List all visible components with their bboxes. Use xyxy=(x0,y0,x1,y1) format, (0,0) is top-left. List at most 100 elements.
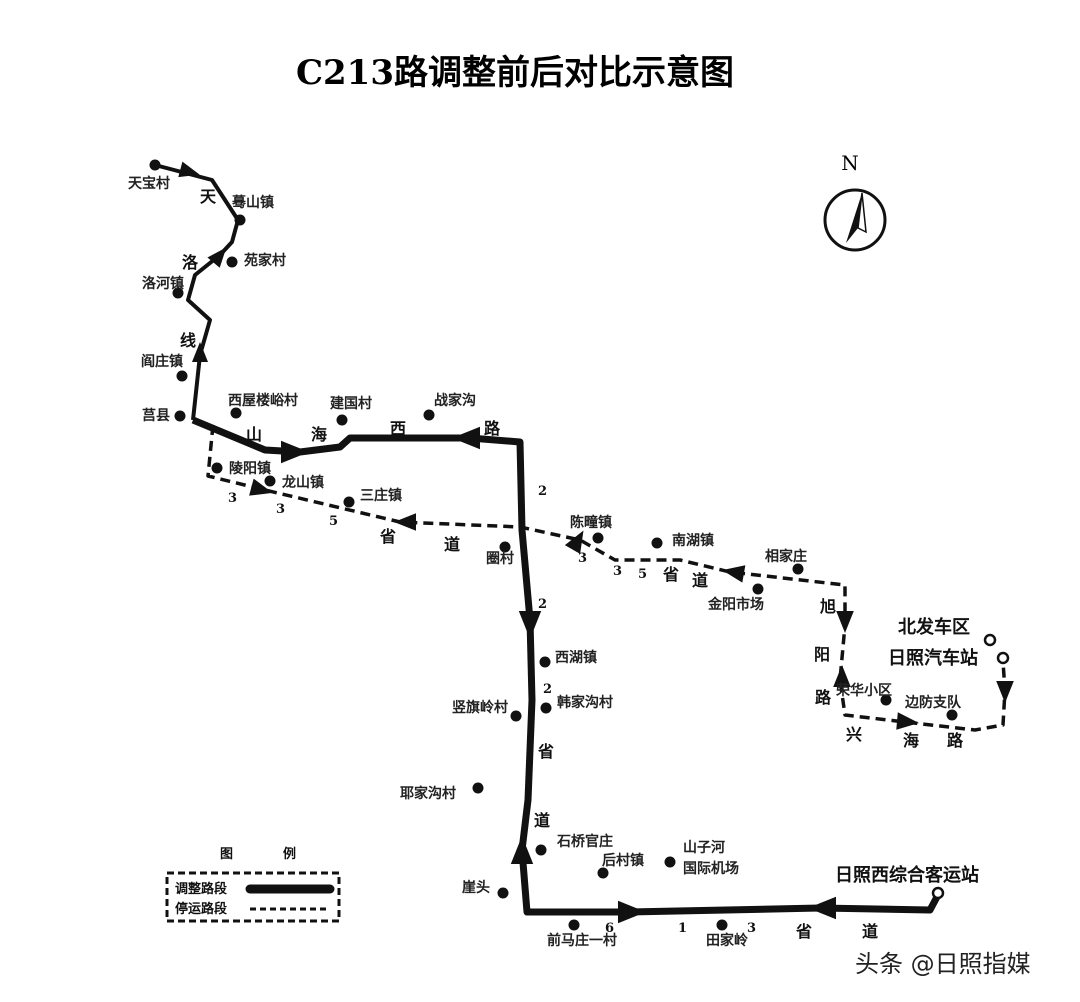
road-label: 2 xyxy=(538,484,547,499)
station-label: 日照汽车站 xyxy=(888,647,978,669)
station-label: 莒县 xyxy=(142,407,170,424)
station-dot xyxy=(535,844,547,856)
station-label: 相家庄 xyxy=(765,548,807,565)
compass-label: N xyxy=(841,151,859,175)
road-label: 洛 xyxy=(182,253,199,272)
direction-arrow-icon xyxy=(836,611,854,633)
road-label: 省 xyxy=(537,742,554,761)
station-dot xyxy=(230,407,242,419)
station-dot xyxy=(226,256,238,268)
station-dot xyxy=(568,919,580,931)
suspended-route xyxy=(206,424,1007,732)
terminal-rizhaoxi xyxy=(931,886,945,900)
station-label: 日照西综合客运站 xyxy=(835,864,979,886)
legend: 图 例 调整路段 停运路段 xyxy=(165,846,341,923)
road-label: 道 xyxy=(444,535,460,554)
legend-suspended-label: 停运路段 xyxy=(175,901,227,917)
watermark: 头条 @日照指媒 xyxy=(855,950,1031,978)
station-dot xyxy=(651,537,663,549)
road-label: 海 xyxy=(903,731,919,750)
station-dot xyxy=(499,541,511,553)
station-label: 天宝村 xyxy=(128,175,170,192)
station-dot xyxy=(149,159,161,171)
station-label: 苑家村 xyxy=(243,252,286,269)
road-label: 省 xyxy=(662,565,679,584)
station-dot xyxy=(472,782,484,794)
station-label: 建国村 xyxy=(330,395,372,412)
station-dot xyxy=(539,656,551,668)
direction-arrow-icon xyxy=(808,896,836,920)
station-label: 田家岭 xyxy=(706,932,748,949)
station-label: 国际机场 xyxy=(683,860,739,877)
road-label: 道 xyxy=(692,571,708,590)
station-label: 圈村 xyxy=(486,550,514,567)
station-label: 南湖镇 xyxy=(672,532,714,549)
station-label: 洛河镇 xyxy=(142,275,184,292)
station-label: 蓦山镇 xyxy=(231,194,274,211)
road-label: 2 xyxy=(538,597,547,612)
station-dot xyxy=(510,710,522,722)
map-title: C213路调整前后对比示意图 xyxy=(296,53,734,93)
direction-arrow-icon xyxy=(510,836,534,864)
station-label: 崖头 xyxy=(462,879,490,896)
station-dot xyxy=(597,867,609,879)
station-label: 边防支队 xyxy=(904,694,962,711)
direction-arrow-icon xyxy=(722,565,746,583)
road-labels: 天 洛 线 山 海 西 路 3 3 5 省 道 3 3 5 省 道 旭 阳 路 … xyxy=(180,187,964,941)
road-label: 道 xyxy=(534,811,550,830)
road-label: 天 xyxy=(200,187,217,206)
road-label: 5 xyxy=(638,567,647,582)
station-dot xyxy=(752,583,764,595)
direction-arrow-icon xyxy=(452,426,480,450)
station-label: 陈疃镇 xyxy=(570,514,612,531)
legend-title: 图 xyxy=(220,847,233,862)
road-label: 兴 xyxy=(846,725,862,744)
station-dot xyxy=(946,709,958,721)
station-label: 阎庄镇 xyxy=(141,353,183,370)
station-dot xyxy=(211,462,223,474)
road-label: 路 xyxy=(815,688,832,707)
station-dot xyxy=(592,532,604,544)
direction-arrow-icon xyxy=(394,513,416,531)
station-label: 耶家沟村 xyxy=(400,785,456,802)
road-label: 西 xyxy=(390,419,406,438)
road-label: 省 xyxy=(795,922,812,941)
direction-arrow-icon xyxy=(564,530,584,554)
station-dots xyxy=(149,159,958,931)
terminal-beifachequ xyxy=(983,633,997,647)
direction-arrow-icon xyxy=(281,440,309,464)
compass: N xyxy=(823,151,887,252)
station-label: 荣华小区 xyxy=(835,682,892,699)
road-label: 省 xyxy=(379,527,396,546)
station-labels: 天宝村 蓦山镇 苑家村 洛河镇 阎庄镇 莒县 西屋楼峪村 建国村 战家沟 陵阳镇… xyxy=(128,175,979,949)
legend-adjusted-label: 调整路段 xyxy=(175,881,227,897)
road-label: 路 xyxy=(484,419,501,438)
road-label: 3 xyxy=(613,564,622,579)
road-label: 6 xyxy=(605,921,614,936)
road-label: 山 xyxy=(246,425,262,444)
adjusted-route xyxy=(191,416,942,916)
terminal-rizhaoqichezhan xyxy=(996,651,1010,665)
direction-arrow-icon xyxy=(896,712,919,730)
station-dot xyxy=(497,887,509,899)
station-dot xyxy=(540,702,552,714)
road-label: 海 xyxy=(311,425,327,444)
road-label: 线 xyxy=(180,331,196,350)
direction-arrow-icon xyxy=(249,478,273,496)
direction-arrow-icon xyxy=(996,681,1014,703)
road-label: 3 xyxy=(578,551,587,566)
direction-arrow-icon xyxy=(518,611,542,639)
road-label: 2 xyxy=(543,682,552,697)
adjusted-route-thin xyxy=(154,163,240,421)
station-label: 陵阳镇 xyxy=(229,460,271,477)
road-label: 道 xyxy=(862,922,878,941)
station-label: 韩家沟村 xyxy=(557,694,613,711)
station-dot xyxy=(423,409,435,421)
north-arrow-icon xyxy=(823,188,887,252)
station-dot xyxy=(336,414,348,426)
legend-title: 例 xyxy=(283,846,296,862)
station-label: 后村镇 xyxy=(602,852,644,869)
direction-arrow-icon xyxy=(192,342,208,362)
station-label: 山子河 xyxy=(683,839,725,856)
direction-arrow-icon xyxy=(833,665,851,687)
